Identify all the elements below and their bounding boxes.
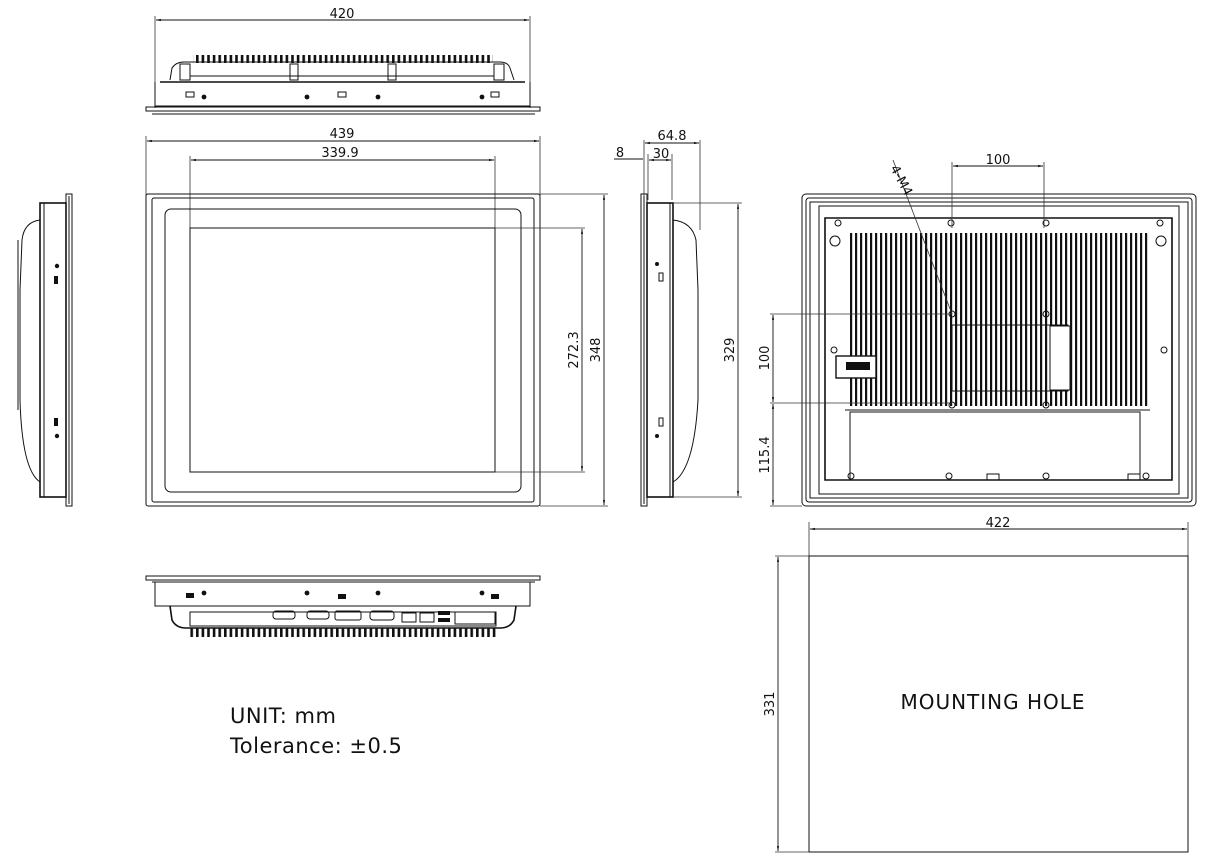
dim-side-height: 329 xyxy=(723,338,738,363)
tolerance-note: Tolerance: ±0.5 xyxy=(229,734,402,758)
dim-mounting-hole-width: 422 xyxy=(986,516,1011,531)
drawing-notes: UNIT: mm Tolerance: ±0.5 xyxy=(229,704,402,758)
dim-mounting-hole-height: 331 xyxy=(763,692,778,717)
top-view: 420 xyxy=(145,7,541,115)
right-side-view: 64.8 30 8 329 xyxy=(614,129,742,507)
mounting-hole-view: 422 331 MOUNTING HOLE xyxy=(763,516,1189,853)
mounting-hole-title: MOUNTING HOLE xyxy=(900,690,1085,714)
dim-front-overall-width: 439 xyxy=(330,127,355,142)
left-side-view xyxy=(17,193,73,507)
dim-front-overall-height: 348 xyxy=(589,338,604,363)
dim-top-width: 420 xyxy=(330,7,355,22)
bottom-view xyxy=(145,575,541,637)
dim-rear-vesa-horizontal: 100 xyxy=(986,153,1011,168)
label-screw-spec: 4-M4 xyxy=(886,163,914,199)
dim-side-body-depth: 30 xyxy=(653,147,670,162)
rear-view: 100 4-M4 100 115.4 xyxy=(758,153,1197,507)
unit-note: UNIT: mm xyxy=(230,704,336,728)
dim-front-display-width: 339.9 xyxy=(321,146,358,161)
dim-rear-vesa-vertical: 100 xyxy=(758,346,773,371)
dim-side-total-depth: 64.8 xyxy=(658,129,687,144)
heatsink-fins-bottom xyxy=(190,628,496,637)
front-view: 439 339.9 272.3 348 xyxy=(145,127,608,507)
heatsink-fins xyxy=(193,55,493,63)
dim-rear-vesa-offset: 115.4 xyxy=(758,436,773,473)
dim-front-display-height: 272.3 xyxy=(567,331,582,368)
dim-side-bezel: 8 xyxy=(616,146,624,161)
